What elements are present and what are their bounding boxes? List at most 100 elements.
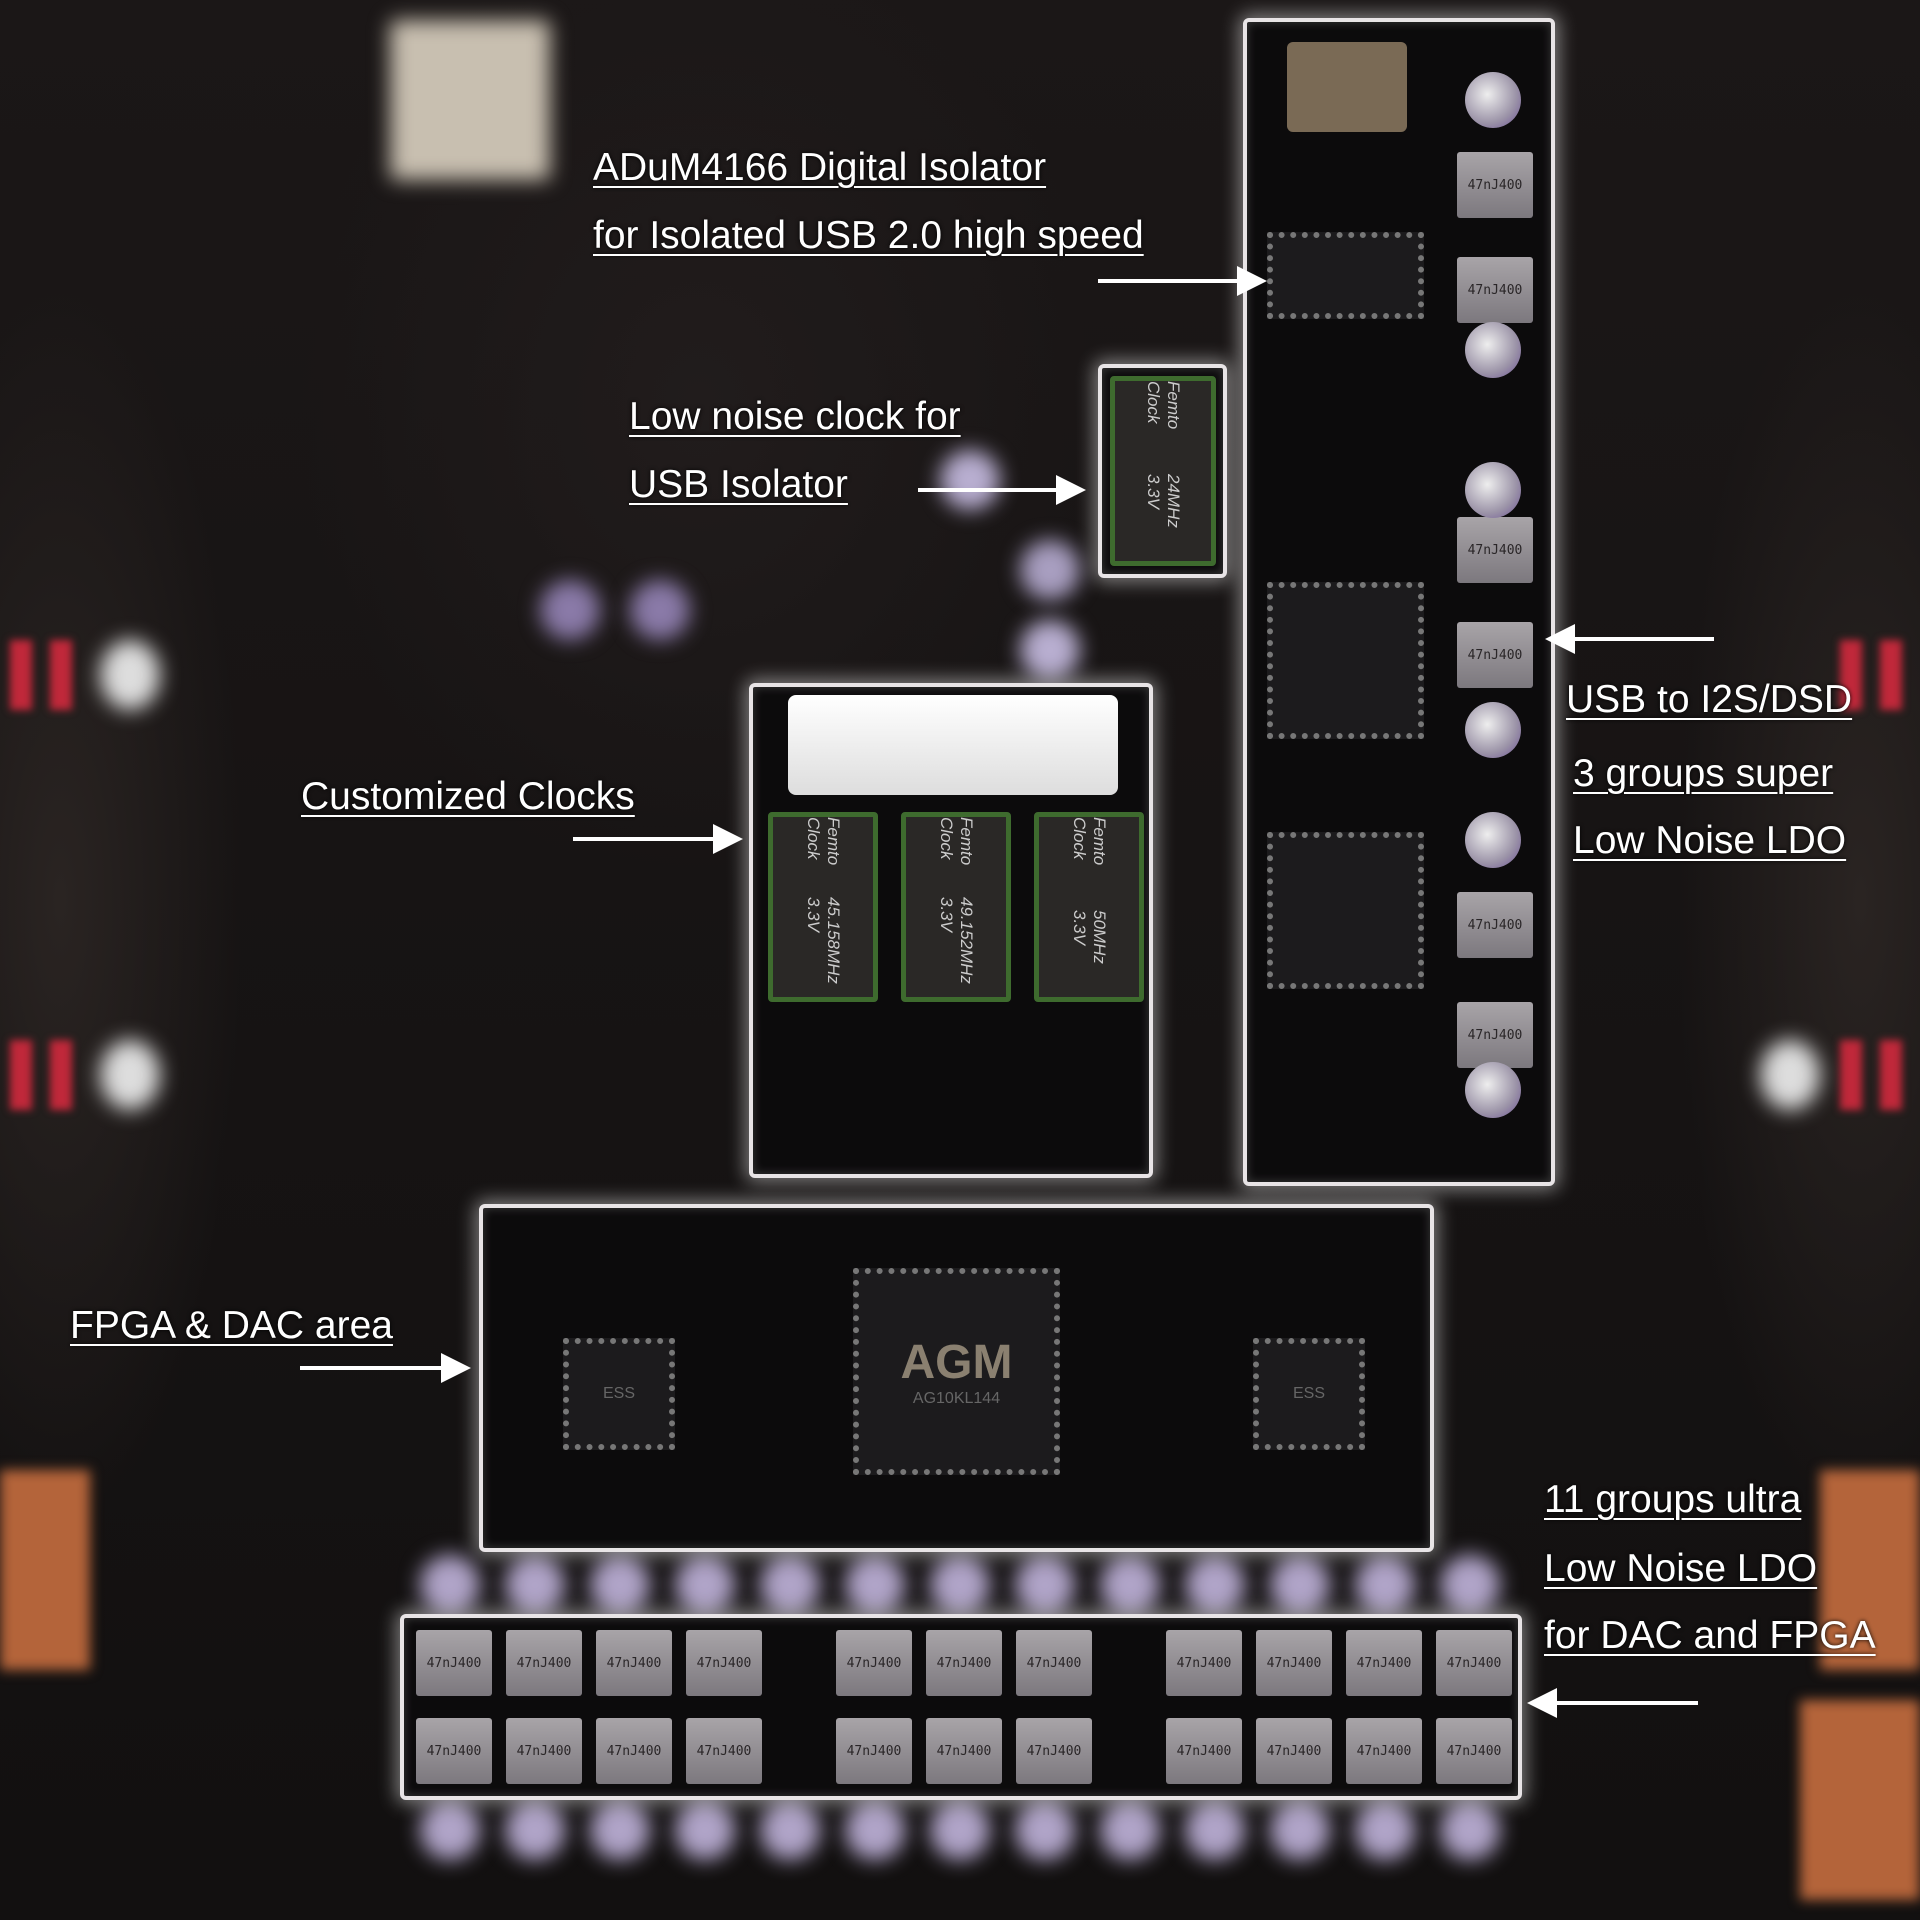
fpga-logo: AGM	[900, 1336, 1013, 1389]
capacitor-blurred	[540, 580, 600, 640]
crystal-oscillator	[1287, 42, 1407, 132]
ldo-capacitor: 47nJ400	[1346, 1718, 1422, 1784]
capacitor-blurred	[100, 1040, 160, 1110]
capacitor-blurred	[1355, 1800, 1415, 1860]
capacitor-blurred	[940, 450, 1000, 510]
usb-clock-label-line2: USB Isolator	[629, 463, 848, 506]
ldo-capacitor: 47nJ400	[1256, 1630, 1332, 1696]
usb-i2s-label-line3: Low Noise LDO	[1573, 819, 1847, 862]
capacitor-blurred	[845, 1800, 905, 1860]
capacitor-blurred	[100, 640, 160, 710]
adum4166-isolator-chip	[1267, 232, 1424, 319]
capacitor-blurred	[590, 1800, 650, 1860]
dac-marking: ESS	[1292, 1385, 1325, 1402]
electrolytic-capacitor	[1465, 1062, 1521, 1118]
ldo-capacitor: 47nJ400	[506, 1630, 582, 1696]
ldo-capacitor: 47nJ400	[1457, 892, 1533, 958]
clock-marking: Femto Clock	[804, 817, 843, 866]
capacitor-blurred	[1185, 1555, 1245, 1615]
femto-clock-24mhz: Femto Clock 24MHz 3.3V	[1110, 376, 1216, 566]
electrolytic-capacitor	[1465, 702, 1521, 758]
capacitor-blurred	[1440, 1555, 1500, 1615]
clock-marking: Femto Clock	[1070, 817, 1109, 866]
ldo-capacitor: 47nJ400	[1256, 1718, 1332, 1784]
capacitor-blurred	[1270, 1555, 1330, 1615]
ldo-capacitor: 47nJ400	[1016, 1718, 1092, 1784]
relay-right	[1880, 1040, 1902, 1110]
capacitor-blurred	[845, 1555, 905, 1615]
relay-left	[50, 1040, 72, 1110]
ldo-capacitor: 47nJ400	[1166, 1630, 1242, 1696]
ldo-capacitor: 47nJ400	[926, 1718, 1002, 1784]
capacitor-blurred	[420, 1555, 480, 1615]
cpld-chip	[1267, 832, 1424, 989]
capacitor-blurred	[1015, 1800, 1075, 1860]
clock-marking: Femto Clock	[937, 817, 976, 866]
ldo-capacitor: 47nJ400	[686, 1630, 762, 1696]
capacitor-blurred	[1015, 1555, 1075, 1615]
relay-left	[50, 640, 72, 710]
ldo-capacitor: 47nJ400	[1457, 152, 1533, 218]
capacitor-blurred	[930, 1800, 990, 1860]
custom-clocks-label: Customized Clocks	[301, 775, 635, 818]
usb-clock-highlight: Femto Clock 24MHz 3.3V	[1098, 364, 1227, 578]
femto-clock-49mhz: Femto Clock 49.152MHz 3.3V	[901, 812, 1011, 1002]
ldo-capacitor: 47nJ400	[596, 1630, 672, 1696]
arrow-left-icon	[1545, 624, 1714, 654]
clock-frequency: 50MHz 3.3V	[1070, 910, 1109, 965]
usb-clock-label-line1: Low noise clock for	[629, 395, 961, 438]
clock-frequency: 45.158MHz 3.3V	[804, 897, 843, 984]
fpga-marking: AG10KL144	[912, 1390, 1001, 1407]
ldo-capacitor: 47nJ400	[506, 1718, 582, 1784]
usb-i2s-label-line2: 3 groups super	[1573, 752, 1834, 795]
capacitor-blurred	[1760, 1040, 1820, 1110]
isolator-label-line1: ADuM4166 Digital Isolator	[593, 146, 1047, 189]
electrolytic-capacitor	[1465, 322, 1521, 378]
transformer-right	[1820, 1470, 1920, 1670]
ldo-capacitor: 47nJ400	[1457, 1002, 1533, 1068]
capacitor-blurred	[420, 1800, 480, 1860]
capacitor-blurred	[1355, 1555, 1415, 1615]
capacitor-blurred	[505, 1555, 565, 1615]
custom-clocks-highlight: Femto Clock 45.158MHz 3.3V Femto Clock 4…	[749, 683, 1153, 1178]
ldo-capacitor: 47nJ400	[686, 1718, 762, 1784]
ldo-label-line2: Low Noise LDO	[1544, 1547, 1818, 1590]
ldo-capacitor: 47nJ400	[836, 1718, 912, 1784]
dac-chip-left: ESS	[563, 1338, 675, 1450]
ldo-capacitor: 47nJ400	[926, 1630, 1002, 1696]
arrow-right-icon	[573, 824, 743, 854]
dac-chip-right: ESS	[1253, 1338, 1365, 1450]
ldo-capacitor: 47nJ400	[416, 1718, 492, 1784]
relay-right	[1880, 640, 1902, 710]
ldo-label-line3: for DAC and FPGA	[1544, 1614, 1876, 1657]
capacitor-blurred	[1020, 620, 1080, 680]
capacitor-blurred	[630, 580, 690, 640]
arm-mcu-chip	[1267, 582, 1424, 739]
ldo-capacitor: 47nJ400	[1457, 622, 1533, 688]
capacitor-blurred	[590, 1555, 650, 1615]
ldo-capacitor: 47nJ400	[596, 1718, 672, 1784]
ldo-capacitor: 47nJ400	[1346, 1630, 1422, 1696]
electrolytic-capacitor	[1465, 812, 1521, 868]
capacitor-blurred	[1440, 1800, 1500, 1860]
capacitor-blurred	[675, 1800, 735, 1860]
white-capacitor	[788, 695, 1118, 795]
clock-frequency: 24MHz 3.3V	[1144, 474, 1183, 529]
transformer-right-lower	[1800, 1700, 1920, 1900]
ldo-label-line1: 11 groups ultra	[1544, 1478, 1802, 1521]
transformer-left	[0, 1470, 90, 1670]
clock-frequency: 49.152MHz 3.3V	[937, 897, 976, 984]
dac-marking: ESS	[602, 1385, 635, 1402]
arrow-left-icon	[1527, 1688, 1698, 1718]
capacitor-blurred	[1100, 1555, 1160, 1615]
capacitor-blurred	[505, 1800, 565, 1860]
arrow-right-icon	[300, 1353, 471, 1383]
ldo-capacitor: 47nJ400	[1457, 517, 1533, 583]
ldo-capacitor: 47nJ400	[1436, 1718, 1512, 1784]
ldo-capacitor: 47nJ400	[836, 1630, 912, 1696]
capacitor-blurred	[930, 1555, 990, 1615]
relay-right	[1840, 1040, 1862, 1110]
